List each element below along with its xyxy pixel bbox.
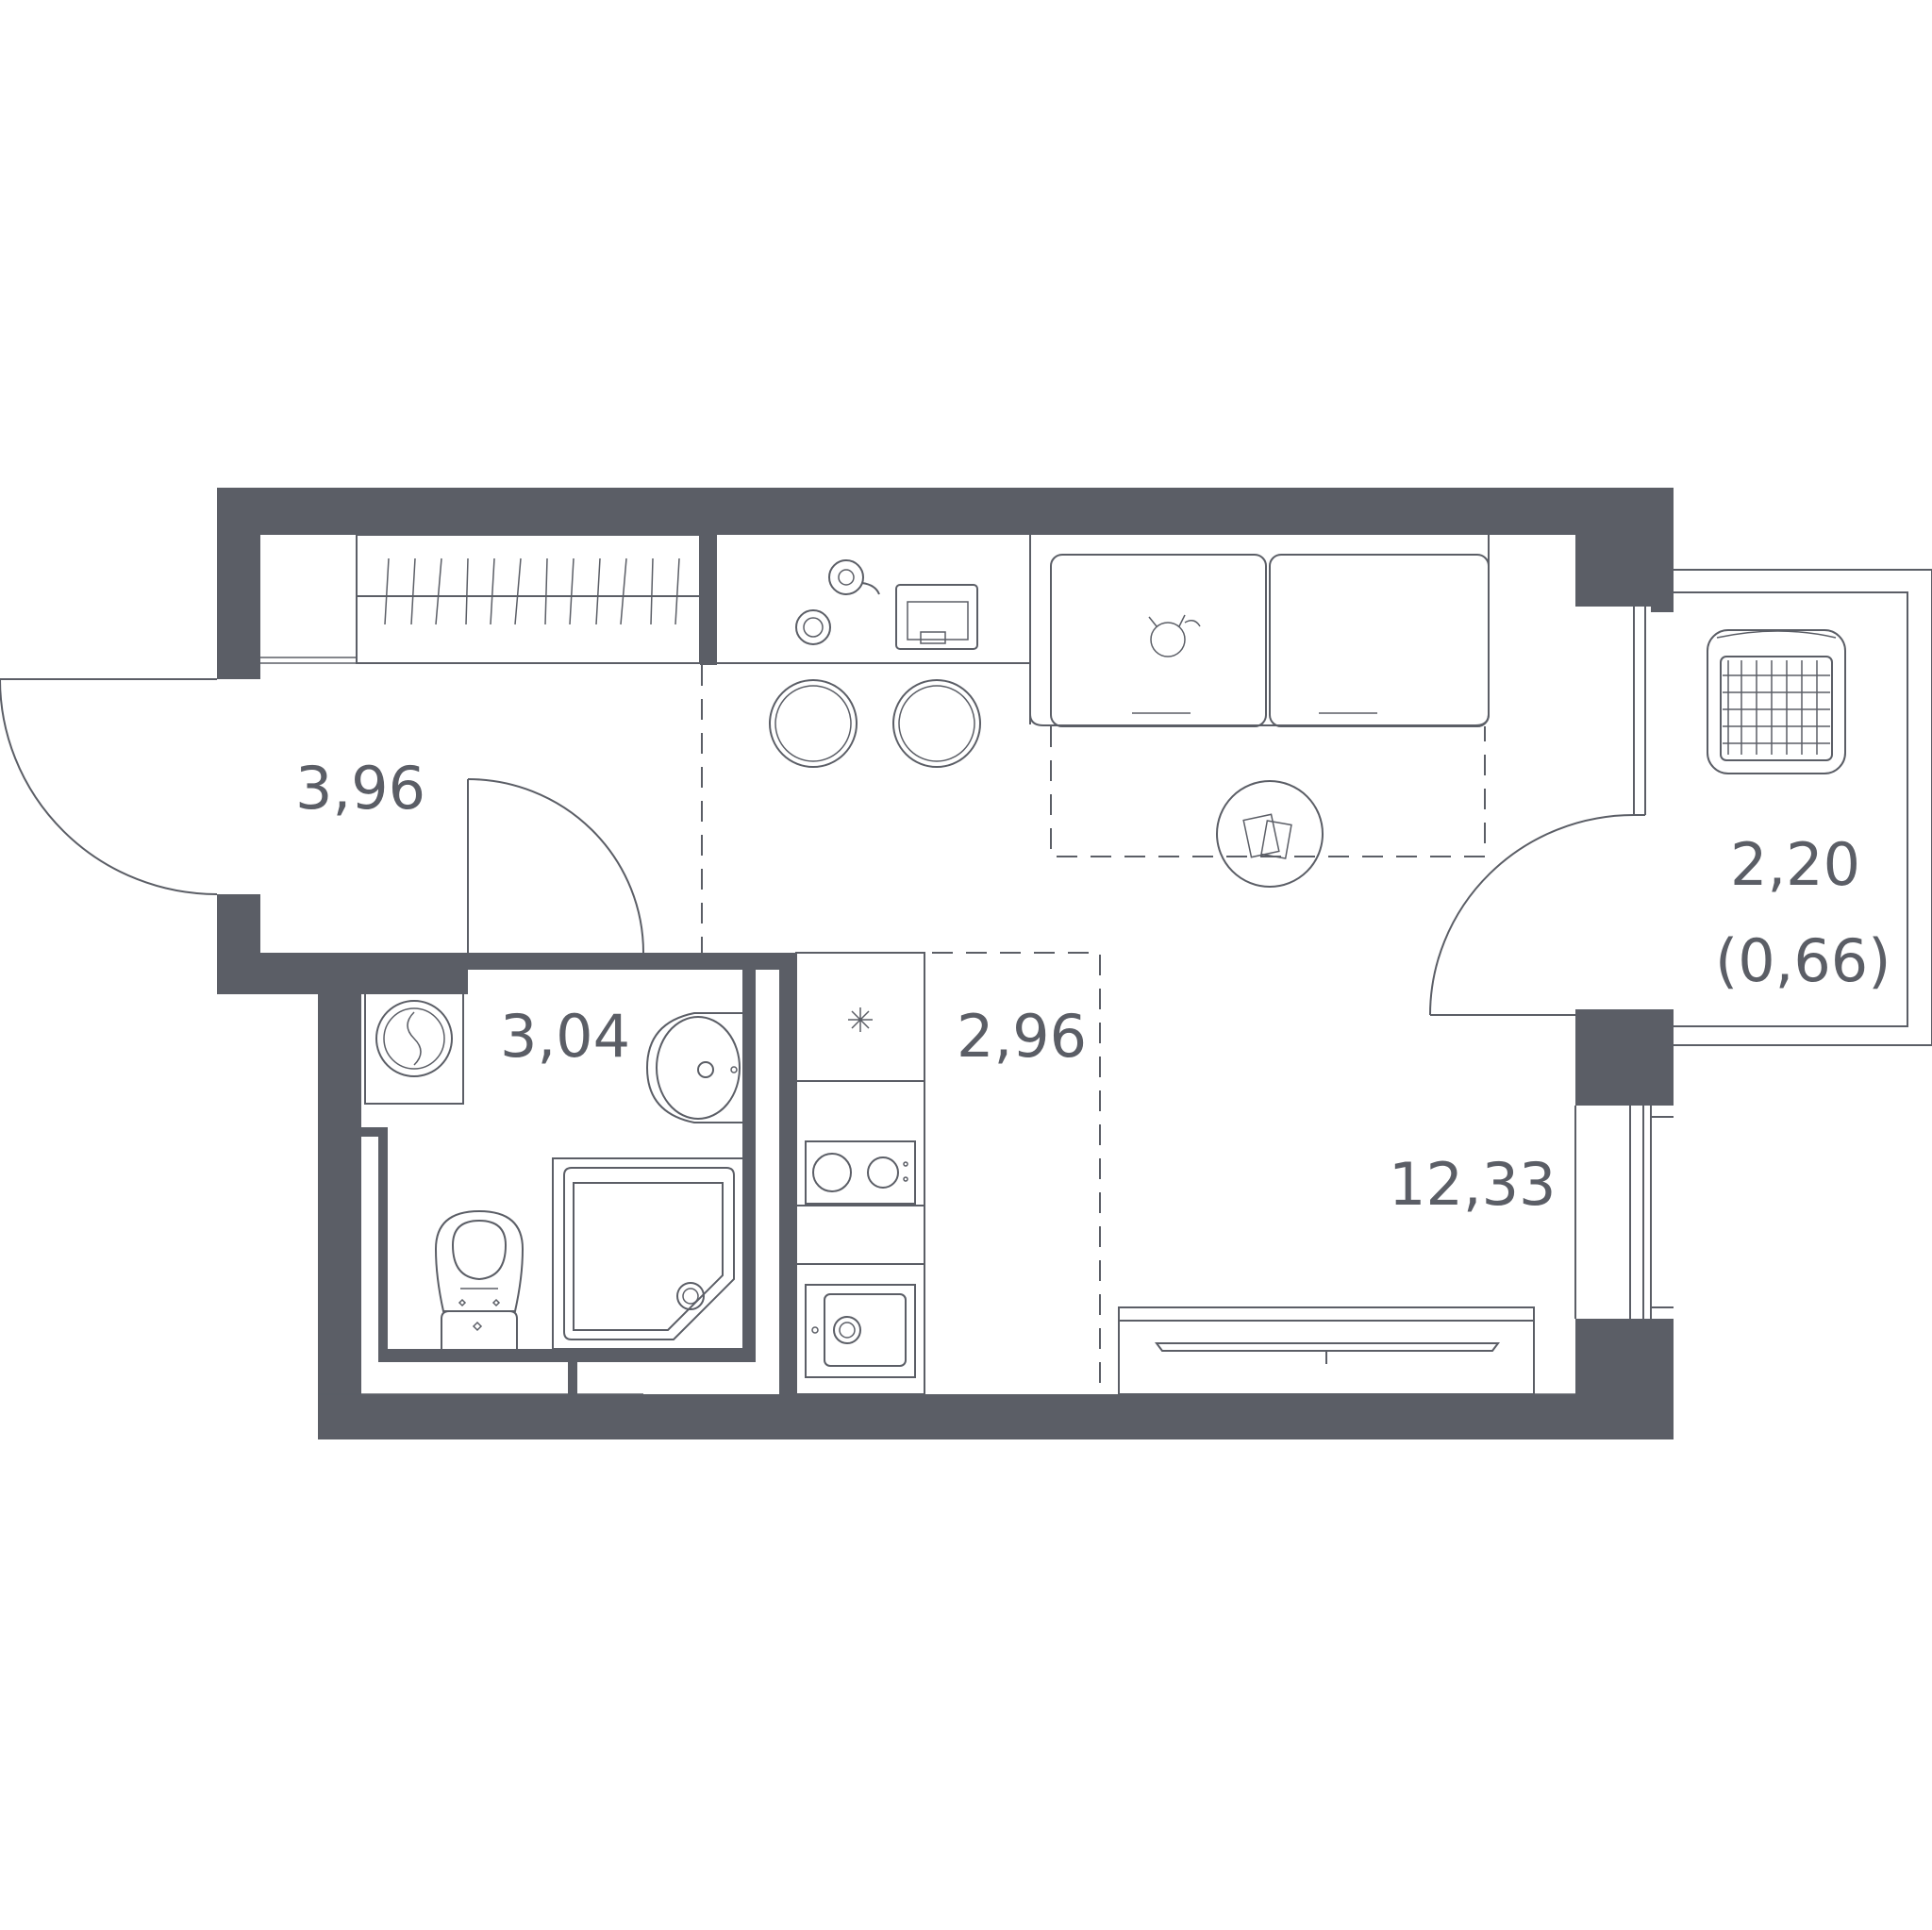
kitchen-counter — [795, 952, 925, 1395]
shower-tray-icon — [552, 1157, 744, 1350]
desk — [717, 535, 1031, 724]
kitchen-area: 2,96 — [957, 1002, 1087, 1071]
washing-machine-icon — [364, 973, 464, 1105]
laptop-icon — [895, 584, 978, 650]
kitchen-sink-icon — [805, 1284, 916, 1378]
cooktop-icon — [805, 1140, 916, 1205]
kettle-icon — [828, 559, 880, 595]
sofa — [1029, 535, 1490, 727]
rug-and-table — [1050, 726, 1486, 888]
living-area: 12,33 — [1389, 1150, 1557, 1219]
balcony-reduced-area: (0,66) — [1715, 926, 1890, 995]
wardrobe — [260, 534, 701, 664]
fridge-icon — [848, 1007, 873, 1032]
balcony-area: 2,20 — [1730, 830, 1860, 899]
tv-unit — [1118, 1306, 1535, 1395]
toilet-icon — [434, 1209, 525, 1352]
cat-icon — [1148, 614, 1201, 657]
cup-icon — [795, 609, 831, 645]
bathroom-area: 3,04 — [500, 1002, 630, 1071]
armchair-icon — [1707, 629, 1846, 774]
bathroom-sink-icon — [645, 1012, 746, 1123]
walls — [217, 488, 1674, 1439]
stools — [769, 679, 981, 768]
doors — [0, 678, 1635, 1016]
hall-area: 3,96 — [295, 754, 425, 823]
balcony-outline — [1633, 569, 1932, 1046]
